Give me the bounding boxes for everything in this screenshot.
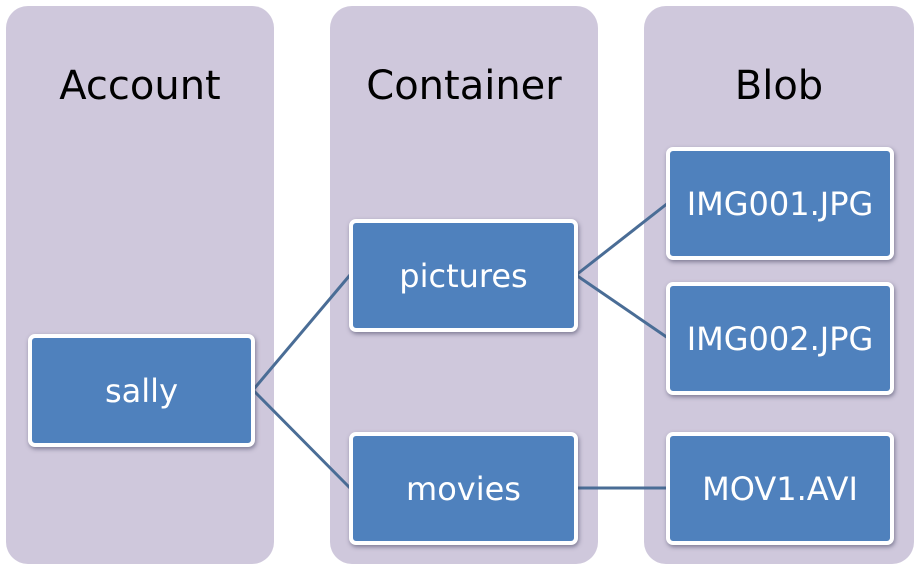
connector-sally-movies — [251, 388, 352, 490]
account-node-sally: sally — [28, 334, 255, 447]
connector-pictures-img002 — [575, 273, 669, 340]
container-column-title: Container — [366, 63, 562, 109]
blob-node-img001: IMG001.JPG — [666, 147, 894, 260]
account-column: Account — [6, 6, 274, 564]
container-node-movies: movies — [349, 432, 578, 545]
blob-node-mov1: MOV1.AVI — [666, 432, 894, 545]
container-node-pictures: pictures — [349, 219, 578, 332]
connector-pictures-img001 — [575, 201, 669, 277]
blob-node-img002: IMG002.JPG — [666, 282, 894, 395]
connector-sally-pictures — [251, 274, 352, 391]
blob-column-title: Blob — [734, 63, 824, 109]
account-column-title: Account — [59, 63, 221, 109]
